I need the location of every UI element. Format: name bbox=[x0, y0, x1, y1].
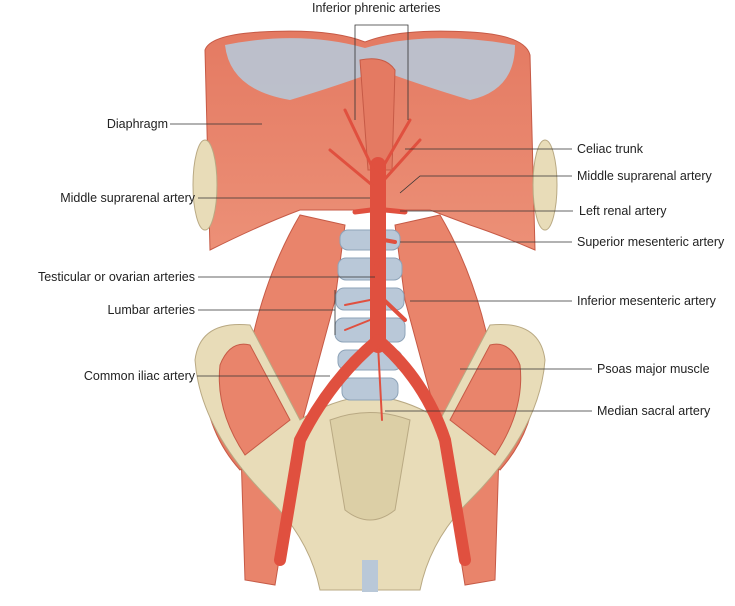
sacrum bbox=[329, 412, 411, 521]
label-middle-suprarenal-artery-right: Middle suprarenal artery bbox=[577, 169, 712, 183]
label-lumbar-arteries: Lumbar arteries bbox=[107, 303, 195, 317]
label-inferior-mesenteric-artery: Inferior mesenteric artery bbox=[577, 294, 716, 308]
rib-left bbox=[532, 139, 558, 231]
vertebral-column bbox=[334, 229, 406, 401]
label-testicular-or-ovarian-arteries: Testicular or ovarian arteries bbox=[37, 270, 195, 284]
label-left-renal-artery: Left renal artery bbox=[579, 204, 667, 218]
label-psoas-major-muscle: Psoas major muscle bbox=[597, 362, 710, 376]
aorta bbox=[274, 108, 471, 566]
label-common-iliac-artery: Common iliac artery bbox=[83, 369, 195, 383]
pubic-symphysis bbox=[362, 560, 378, 592]
leader-lines bbox=[170, 24, 592, 412]
label-celiac-trunk: Celiac trunk bbox=[577, 142, 643, 156]
label-inferior-phrenic-arteries: Inferior phrenic arteries bbox=[312, 1, 441, 15]
label-diaphragm: Diaphragm bbox=[106, 117, 168, 131]
label-median-sacral-artery: Median sacral artery bbox=[597, 404, 711, 418]
label-superior-mesenteric-artery: Superior mesenteric artery bbox=[577, 235, 725, 249]
label-middle-suprarenal-artery-left: Middle suprarenal artery bbox=[60, 191, 195, 205]
rib-right bbox=[192, 139, 218, 231]
